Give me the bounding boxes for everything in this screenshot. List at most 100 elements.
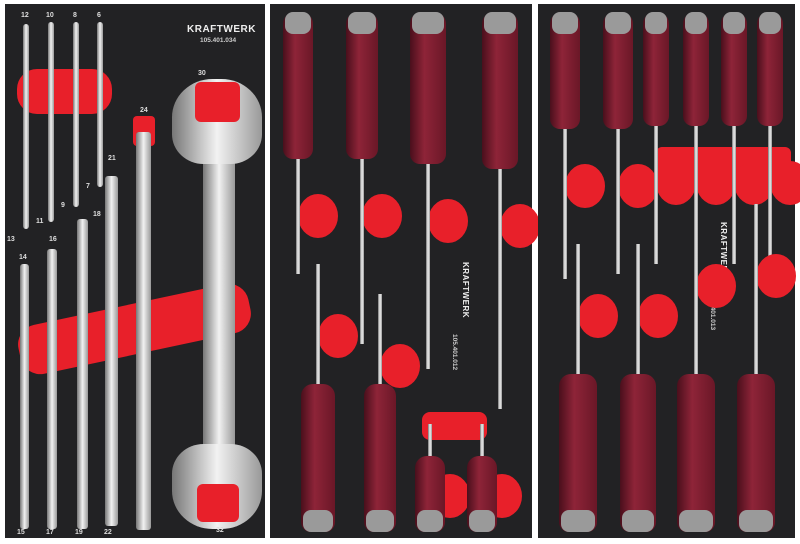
screwdriver-shaft [426,164,430,369]
screwdriver-handle [737,374,775,532]
size-label: 9 [61,202,65,209]
screwdriver-tray-slotted: KRAFTWERK 105.401.012 [270,4,540,538]
brand-logo: KRAFTWERK [187,24,256,35]
wrench [48,22,54,222]
screwdriver-handle [346,12,378,159]
size-label: 7 [86,183,90,190]
foam-holder [756,254,796,298]
handle-cap [685,12,707,34]
screwdriver-shaft [768,126,772,264]
wrench [97,22,103,187]
size-label: 18 [93,211,101,218]
handle-cap [739,510,773,532]
foam-holder [318,314,358,358]
screwdriver-handle [559,374,597,532]
size-label: 14 [19,254,27,261]
size-label: 24 [140,107,148,114]
size-label: 17 [46,529,54,536]
foam-holder [195,82,240,122]
handle-cap [759,12,781,34]
screwdriver-handle [301,384,335,532]
screwdriver-shaft [732,126,736,264]
size-label: 32 [216,527,224,534]
size-label: 12 [21,12,29,19]
handle-cap [561,510,595,532]
screwdriver-tray-phillips: KRAFTWERK 105.401.013 [538,4,800,538]
handle-cap [469,510,495,532]
handle-cap [348,12,376,34]
size-label: 8 [73,12,77,19]
foam-holder [298,194,338,238]
screwdriver-shaft [616,129,620,274]
foam-holder [618,164,658,208]
foam-holder [696,264,736,308]
handle-cap [552,12,578,34]
product-code: 105.401.012 [451,334,458,371]
brand-logo: KRAFTWERK [461,262,470,319]
screwdriver-shaft [636,244,640,374]
size-label: 16 [49,236,57,243]
screwdriver-shaft [694,126,698,264]
size-label: 6 [97,12,101,19]
handle-cap [285,12,311,34]
large-wrench [203,144,235,454]
size-label: 13 [7,236,15,243]
handle-cap [605,12,631,34]
size-label: 19 [75,529,83,536]
screwdriver-shaft [316,264,320,384]
handle-cap [679,510,713,532]
wrench [136,132,151,530]
wrench [105,176,118,526]
screwdriver-handle [283,12,313,159]
wrench-tray: KRAFTWERK 105.401.034 12 10 8 6 30 24 21… [5,4,265,538]
foam-holder [17,69,112,114]
screwdriver-shaft [694,214,698,374]
screwdriver-shaft [480,424,484,456]
screwdriver-shaft [428,424,432,456]
screwdriver-shaft [754,204,758,374]
wrench [23,24,29,229]
screwdriver-handle [620,374,656,532]
wrench [47,249,57,529]
screwdriver-handle [364,384,396,532]
handle-cap [366,510,394,532]
foam-holder [638,294,678,338]
screwdriver-shaft [296,159,300,274]
foam-holder [578,294,618,338]
wrench [77,219,88,529]
screwdriver-shaft [563,129,567,279]
wrench [20,264,29,529]
foam-holder [770,161,800,205]
wrench [73,22,79,207]
size-label: 30 [198,70,206,77]
foam-holder [696,161,736,205]
foam-holder [500,204,540,248]
foam-holder [380,344,420,388]
handle-cap [417,510,443,532]
handle-cap [484,12,516,34]
screwdriver-shaft [498,169,502,409]
handle-cap [622,510,654,532]
screwdriver-handle [677,374,715,532]
foam-holder [565,164,605,208]
size-label: 15 [17,529,25,536]
size-label: 10 [46,12,54,19]
size-label: 21 [108,155,116,162]
foam-holder [734,161,774,205]
foam-holder [656,161,696,205]
handle-cap [645,12,667,34]
screwdriver-handle [410,12,446,164]
screwdriver-shaft [576,244,580,374]
foam-holder [428,199,468,243]
handle-cap [303,510,333,532]
foam-holder [197,484,239,522]
size-label: 22 [104,529,112,536]
screwdriver-handle [482,12,518,169]
size-label: 11 [36,218,44,225]
product-code: 105.401.034 [200,37,237,44]
foam-holder [362,194,402,238]
foam-holder [422,412,487,440]
screwdriver-shaft [360,159,364,344]
screwdriver-shaft [378,294,382,384]
screwdriver-shaft [654,126,658,264]
